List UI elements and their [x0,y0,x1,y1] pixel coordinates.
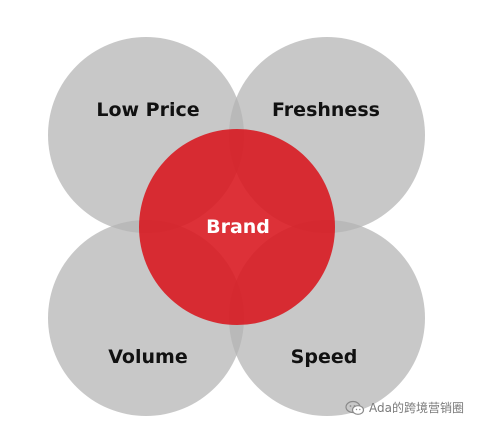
low-price-label: Low Price [96,99,199,121]
volume-label: Volume [108,346,187,368]
watermark: Ada的跨境营销圈 [345,399,464,416]
brand-label: Brand [206,216,270,238]
wechat-icon [345,400,365,415]
brand-circle [139,129,335,325]
freshness-label: Freshness [272,99,380,121]
speed-label: Speed [291,346,358,368]
watermark-text: Ada的跨境营销圈 [369,401,464,415]
